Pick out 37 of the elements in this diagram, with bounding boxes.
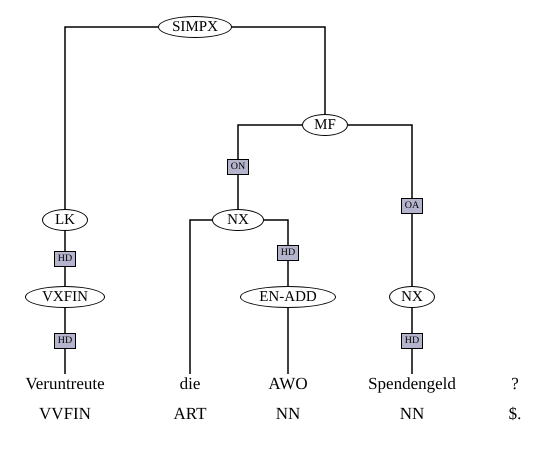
tree-branch bbox=[264, 219, 289, 286]
edge-label: HD bbox=[54, 250, 76, 266]
edge-label: HD bbox=[277, 245, 299, 261]
pos-tag: NN bbox=[400, 404, 424, 424]
tree-branch bbox=[287, 308, 289, 374]
pos-tag: ART bbox=[174, 404, 206, 424]
token-word: ? bbox=[511, 374, 519, 394]
tree-branch bbox=[348, 124, 413, 286]
tree-branch bbox=[64, 231, 66, 286]
token-word: AWO bbox=[268, 374, 308, 394]
tree-branch bbox=[64, 308, 66, 374]
pos-tag: VVFIN bbox=[39, 404, 91, 424]
tree-branch bbox=[411, 308, 413, 374]
phrase-node bbox=[42, 209, 88, 231]
token-word: die bbox=[180, 374, 200, 394]
token-word: Veruntreute bbox=[25, 374, 105, 394]
tree-branch bbox=[237, 124, 302, 209]
phrase-node bbox=[389, 286, 435, 308]
edge-label: OA bbox=[401, 198, 423, 214]
node-label: MF bbox=[314, 116, 336, 134]
node-label: EN-ADD bbox=[259, 288, 317, 306]
edge-label: HD bbox=[54, 333, 76, 349]
tree-branch bbox=[232, 26, 326, 114]
phrase-node bbox=[302, 114, 348, 136]
node-label: VXFIN bbox=[42, 288, 88, 306]
node-label: LK bbox=[55, 212, 75, 228]
tree-branch bbox=[189, 219, 212, 374]
pos-tag: $. bbox=[508, 404, 522, 424]
pos-tag: NN bbox=[276, 404, 300, 424]
node-label: NX bbox=[227, 212, 249, 228]
node-label: SIMPX bbox=[172, 18, 218, 36]
tree-branch bbox=[64, 26, 158, 209]
node-label: NX bbox=[401, 288, 423, 306]
edge-label: ON bbox=[227, 159, 249, 175]
token-word: Spendengeld bbox=[368, 374, 456, 394]
edge-label: HD bbox=[401, 333, 423, 349]
phrase-node bbox=[212, 209, 264, 231]
